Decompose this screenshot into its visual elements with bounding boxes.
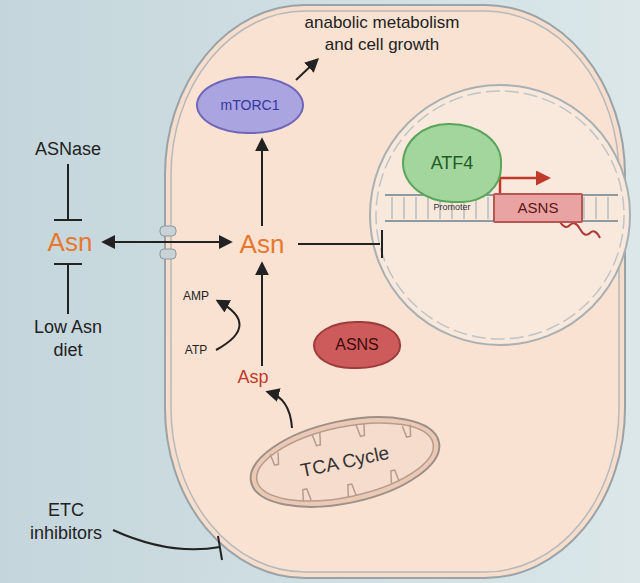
promoter-label: Promoter [433,203,470,213]
nucleus [370,85,630,345]
drug-label: ASNase [35,138,101,161]
metabolite-label: Asn [48,228,93,257]
transcription-factor: ATF4 [402,123,502,203]
nuclear-pores [376,91,624,339]
transcription-arrow [500,178,548,194]
mtorc1-complex: mTORC1 [196,76,304,134]
node-text: mTORC1 [221,97,280,113]
cofactor-label: AMP [183,289,209,305]
outcome-text: anabolic metabolism and cell growth [292,12,472,56]
node-text: ASNS [335,336,379,354]
gene-box: ASNS [493,193,583,222]
inhibitor-label: ETC inhibitors [20,499,112,546]
node-text: ASNS [518,199,559,216]
mrna [560,222,600,238]
metabolite-label: Asn [240,230,285,259]
diet-label: Low Asn diet [27,316,109,363]
enzyme: ASNS [313,321,401,369]
cofactor-label: ATP [185,343,207,359]
mitochondrion: TCA Cycle [240,400,450,525]
metabolite-label: Asp [237,366,268,389]
node-text: ATF4 [431,153,474,174]
